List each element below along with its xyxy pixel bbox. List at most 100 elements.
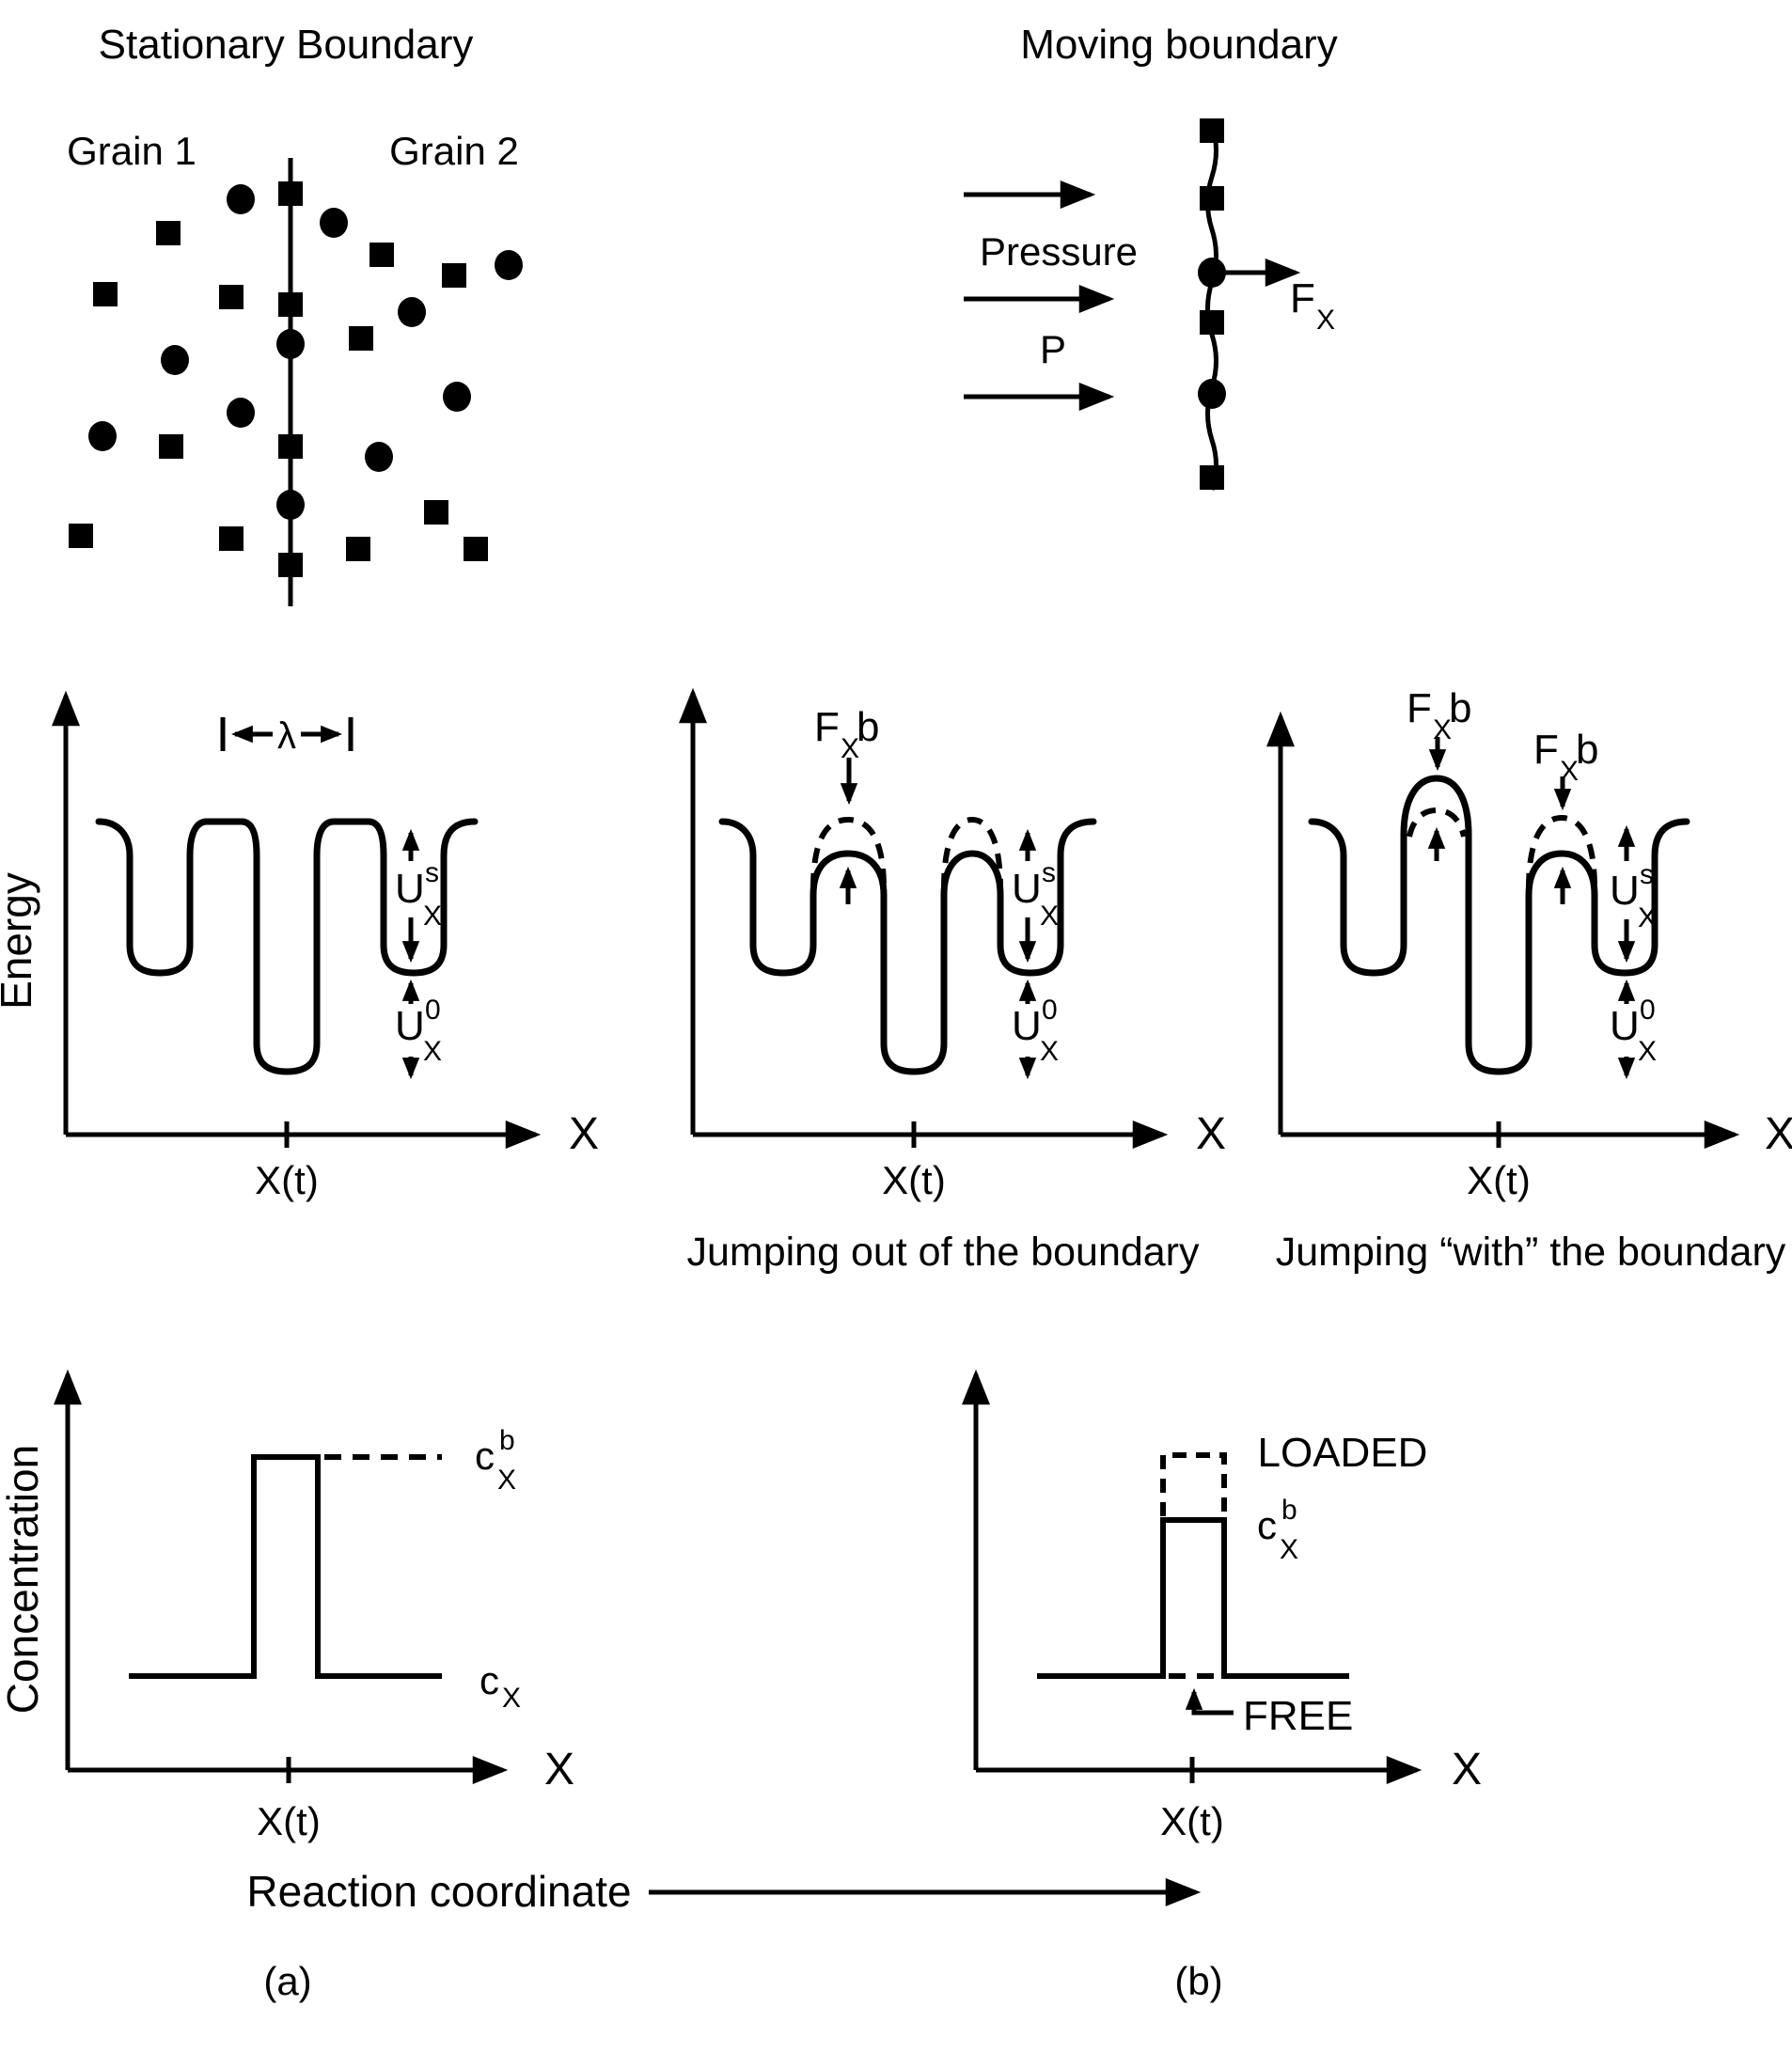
- u0-u: U: [1012, 1003, 1042, 1049]
- potential-curve: [1308, 775, 1690, 1075]
- grain1-label: Grain 1: [67, 129, 196, 173]
- cb-sup: b: [499, 1425, 515, 1456]
- square-atom: [278, 553, 303, 577]
- potential-curve: [95, 818, 479, 1075]
- cb-sup: b: [1281, 1495, 1297, 1526]
- dashed-barrier-dome-2: [941, 816, 1003, 889]
- fxb-f: F: [1407, 685, 1432, 731]
- fxb-f: F: [1533, 727, 1559, 773]
- free-annotation: FREE: [1185, 1687, 1353, 1739]
- us-annotation: U s X: [395, 828, 443, 964]
- xt-label: X(t): [255, 1158, 319, 1202]
- energy-diagram-jump-out: X X(t) F X b U s X: [679, 687, 1226, 1275]
- energy-diagram-jump-with: X X(t) F X b F X b: [1266, 685, 1792, 1275]
- stationary-boundary-panel: Stationary Boundary Grain 1 Grain 2: [67, 22, 523, 606]
- interstitial-atoms-group: [88, 184, 523, 520]
- x-axis-label: X: [569, 1109, 599, 1159]
- fx-label-sub: X: [1316, 305, 1335, 336]
- x-axis-label: X: [1196, 1109, 1226, 1159]
- fx-label: F X: [1290, 275, 1335, 336]
- cb-label: c b X: [1257, 1495, 1301, 1565]
- u0-label: U 0 X: [1610, 995, 1659, 1067]
- reaction-coordinate-label: Reaction coordinate: [246, 1867, 631, 1916]
- square-atom: [219, 285, 244, 309]
- square-atom: [1200, 186, 1224, 211]
- us-label: U s X: [1012, 857, 1060, 932]
- us-sub: X: [1040, 901, 1059, 932]
- xt-label: X(t): [1160, 1799, 1224, 1843]
- circle-atom: [443, 382, 471, 412]
- fxb-annotation-2: F X b: [1533, 727, 1598, 811]
- u0-annotation: U 0 X: [395, 979, 442, 1080]
- moving-boundary-panel: Moving boundary Pressure P F X: [964, 22, 1338, 491]
- lambda-label: λ: [277, 715, 296, 757]
- us-u: U: [395, 866, 425, 912]
- c-c: c: [479, 1658, 499, 1702]
- cb-sub: X: [1280, 1534, 1298, 1565]
- fxb-b: b: [1576, 727, 1598, 773]
- square-atom: [346, 537, 370, 561]
- circle-atom: [161, 345, 189, 375]
- us-label: U s X: [395, 857, 443, 932]
- circle-atom: [320, 208, 348, 238]
- square-atom: [369, 243, 394, 267]
- fx-label-f: F: [1290, 275, 1315, 321]
- circle-atom: [1198, 258, 1226, 288]
- square-atom: [219, 526, 244, 551]
- xt-label: X(t): [257, 1799, 321, 1843]
- energy-diagram-stationary: X X(t) λ U s X: [52, 690, 599, 1202]
- square-atom: [1200, 465, 1224, 490]
- circle-atom: [1198, 379, 1226, 409]
- us-u: U: [1610, 868, 1640, 914]
- cb-sub: X: [497, 1465, 516, 1496]
- footer-row: Reaction coordinate (a) (b): [246, 1867, 1222, 2003]
- boundary-atoms-group: [1198, 118, 1226, 490]
- concentration-diagram-moving: X X(t) LOADED c b X FREE: [962, 1369, 1482, 1843]
- c-sub: X: [502, 1683, 521, 1714]
- fxb-label: F X b: [814, 704, 879, 764]
- cb-c: c: [1257, 1503, 1277, 1547]
- loaded-dashed-step: [1160, 1452, 1227, 1516]
- stationary-title: Stationary Boundary: [99, 22, 474, 68]
- square-atom: [349, 326, 373, 351]
- fxb-b: b: [857, 704, 879, 750]
- us-label: U s X: [1610, 859, 1658, 933]
- square-atom: [1200, 118, 1224, 143]
- moving-title: Moving boundary: [1020, 22, 1338, 68]
- p-label: P: [1040, 327, 1066, 371]
- xt-label: X(t): [882, 1158, 946, 1202]
- square-atom: [69, 524, 93, 548]
- fxb-label-2: F X b: [1533, 727, 1598, 787]
- square-atom: [278, 292, 303, 317]
- us-u: U: [1012, 866, 1042, 912]
- us-annotation: U s X: [1610, 824, 1658, 964]
- cb-c: c: [475, 1434, 495, 1478]
- u0-annotation: U 0 X: [1610, 979, 1659, 1080]
- fxb-b: b: [1449, 685, 1471, 731]
- circle-atom: [227, 398, 255, 428]
- fxb-f: F: [814, 704, 840, 750]
- energy-row: Energy X X(t) λ U s X: [0, 685, 1792, 1275]
- concentration-axis-label: Concentration: [0, 1445, 47, 1714]
- square-atom: [1200, 310, 1224, 335]
- dashed-barrier-dome-1: [1407, 807, 1467, 838]
- fxb-sub: X: [841, 733, 859, 764]
- square-atom: [159, 434, 183, 459]
- free-label: FREE: [1243, 1693, 1353, 1739]
- circle-atom: [398, 297, 426, 327]
- x-axis-label: X: [1765, 1109, 1792, 1159]
- circle-atom: [276, 490, 305, 520]
- square-atom: [424, 500, 448, 525]
- square-atom: [156, 221, 181, 245]
- free-pointer-arrow: [1185, 1687, 1234, 1716]
- x-axis-label: X: [1452, 1745, 1482, 1794]
- us-sub: X: [423, 901, 442, 932]
- potential-curve: [718, 818, 1097, 1075]
- cb-label: c b X: [475, 1425, 519, 1496]
- square-atom: [278, 434, 303, 459]
- us-annotation: U s X: [1012, 828, 1060, 964]
- concentration-step: [129, 1454, 442, 1679]
- u0-u: U: [395, 1003, 425, 1049]
- substitutional-atoms-group: [69, 181, 488, 577]
